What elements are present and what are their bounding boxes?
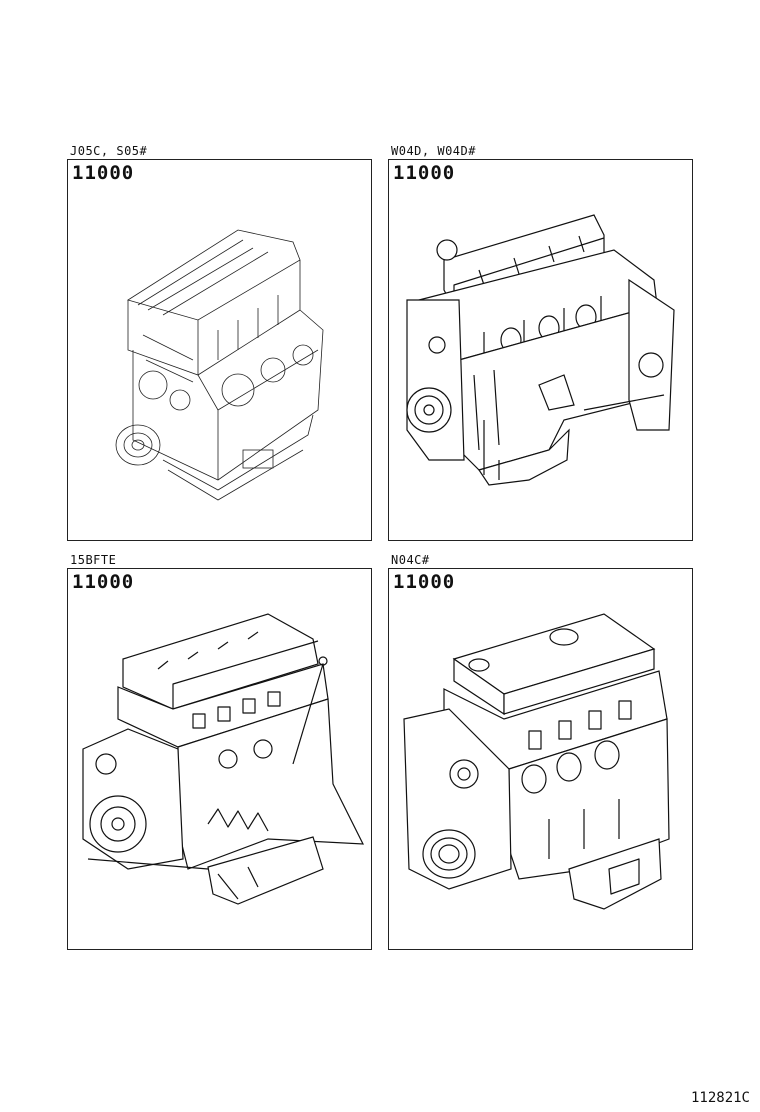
part-code-4: 11000 <box>393 571 456 593</box>
engine-assembly-icon-b <box>406 214 675 486</box>
panel-caption-2: W04D, W04D# <box>391 144 476 158</box>
figure-reference-number: 112821C <box>690 1090 750 1106</box>
panel-caption-1: J05C, S05# <box>70 144 148 158</box>
engine-panel-4: 11000 <box>388 568 693 950</box>
part-code-1: 11000 <box>72 162 135 184</box>
part-code-3: 11000 <box>72 571 135 593</box>
engine-panel-1: 11000 <box>67 159 372 541</box>
part-code-2: 11000 <box>393 162 456 184</box>
engine-assembly-icon-d <box>403 613 670 910</box>
panel-caption-4: N04C# <box>391 553 430 567</box>
engine-assembly-icon-c <box>82 613 364 905</box>
engine-panel-2: 11000 <box>388 159 693 541</box>
engine-panel-3: 11000 <box>67 568 372 950</box>
engine-assembly-icon-a <box>115 229 324 501</box>
panel-caption-3: 15BFTE <box>70 553 117 567</box>
